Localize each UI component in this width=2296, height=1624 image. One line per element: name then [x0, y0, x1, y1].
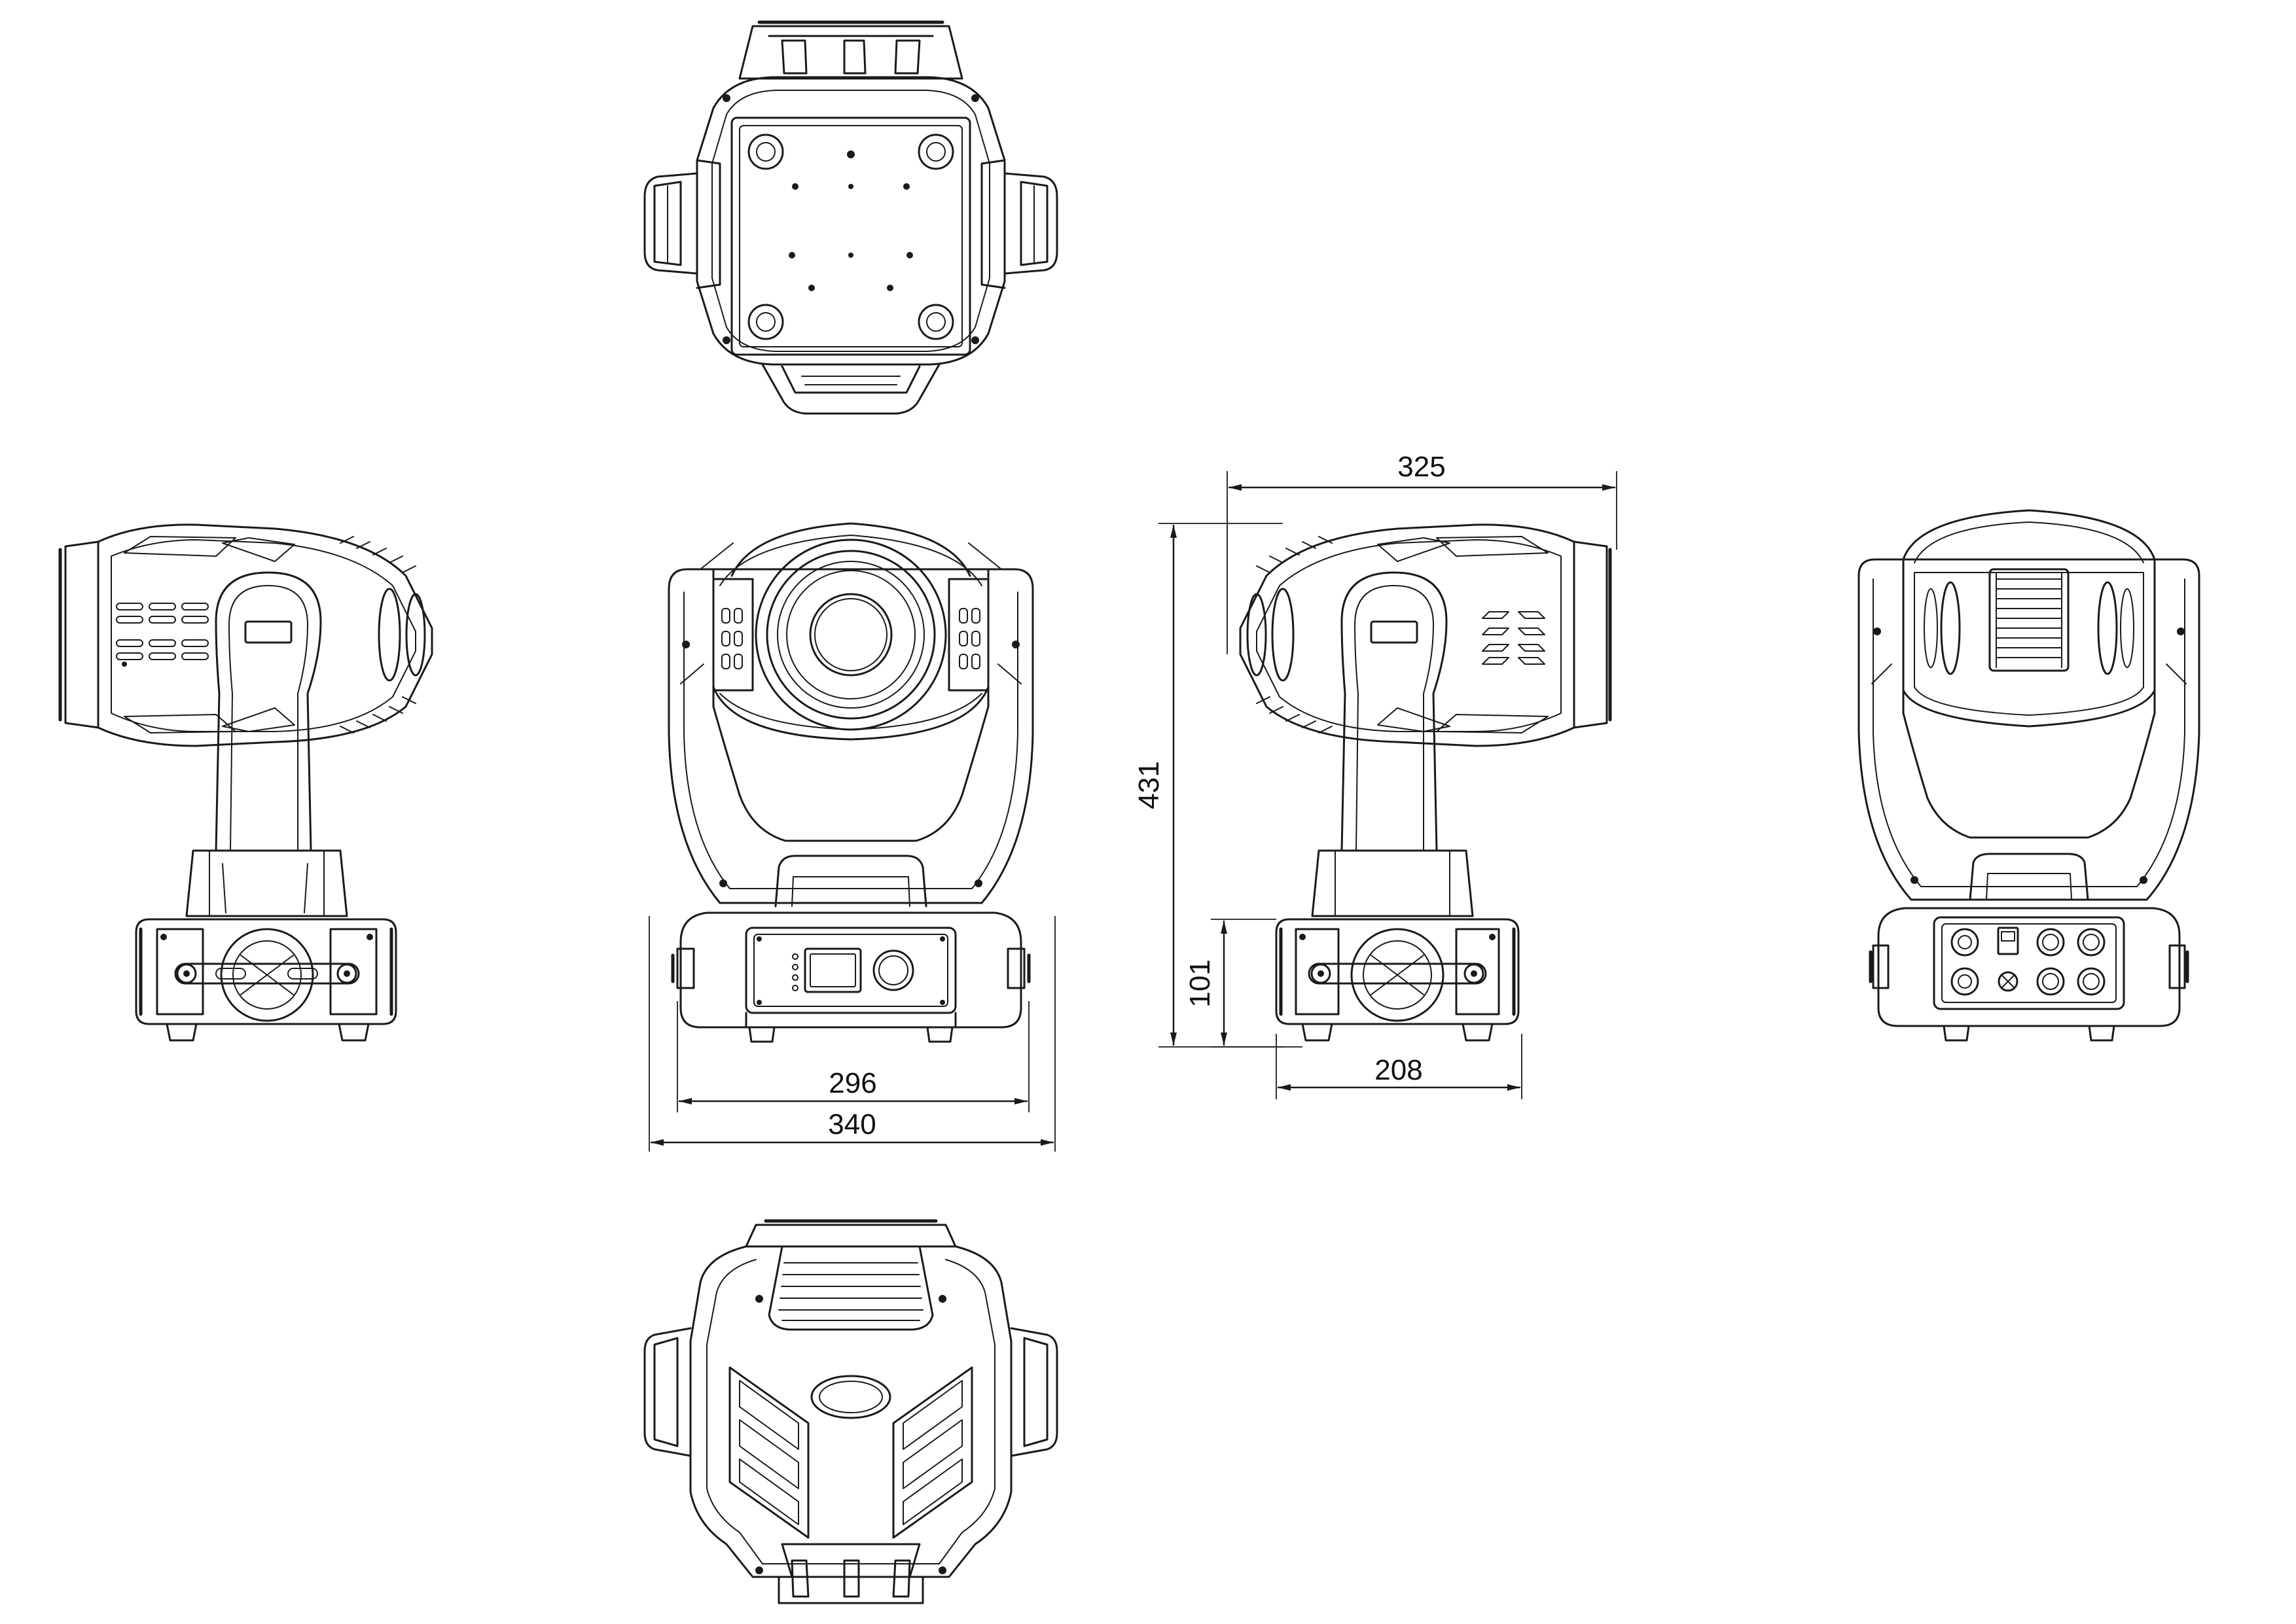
right-side-vents [1482, 611, 1545, 665]
left-side-vents [116, 603, 209, 660]
dim-label-101: 101 [1184, 959, 1216, 1007]
control-knob [872, 949, 914, 991]
front-lens [755, 538, 947, 731]
power-switch [1997, 927, 2019, 955]
right-side-view [1239, 523, 1612, 1042]
back-connectors [1950, 927, 2106, 996]
dim-label-296: 296 [829, 1067, 876, 1099]
back-view [1857, 509, 2200, 1042]
display-screen [804, 947, 862, 993]
dimension-lines [649, 471, 1617, 1152]
dim-label-431: 431 [1133, 761, 1165, 809]
front-view [668, 522, 1034, 1043]
dim-label-325: 325 [1397, 451, 1445, 483]
bottom-vent-grille [768, 1245, 934, 1331]
front-side-leds [721, 608, 980, 669]
left-side-view [58, 523, 433, 1042]
dim-label-340: 340 [828, 1108, 876, 1140]
top-mount-bosses [747, 133, 954, 340]
back-fan-grille [1988, 568, 2070, 672]
bottom-view [643, 1219, 1058, 1604]
top-view [643, 20, 1058, 415]
dim-label-208: 208 [1374, 1054, 1422, 1086]
